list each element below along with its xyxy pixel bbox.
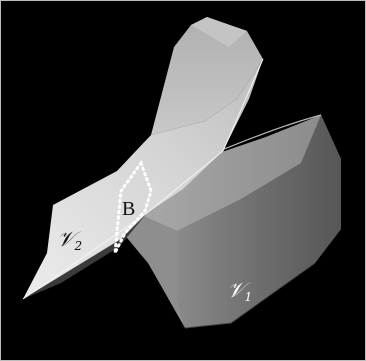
v1-label-sub: 1 (245, 290, 253, 304)
boundary-label: B (122, 198, 135, 220)
v2-label-sub: 2 (74, 239, 83, 253)
